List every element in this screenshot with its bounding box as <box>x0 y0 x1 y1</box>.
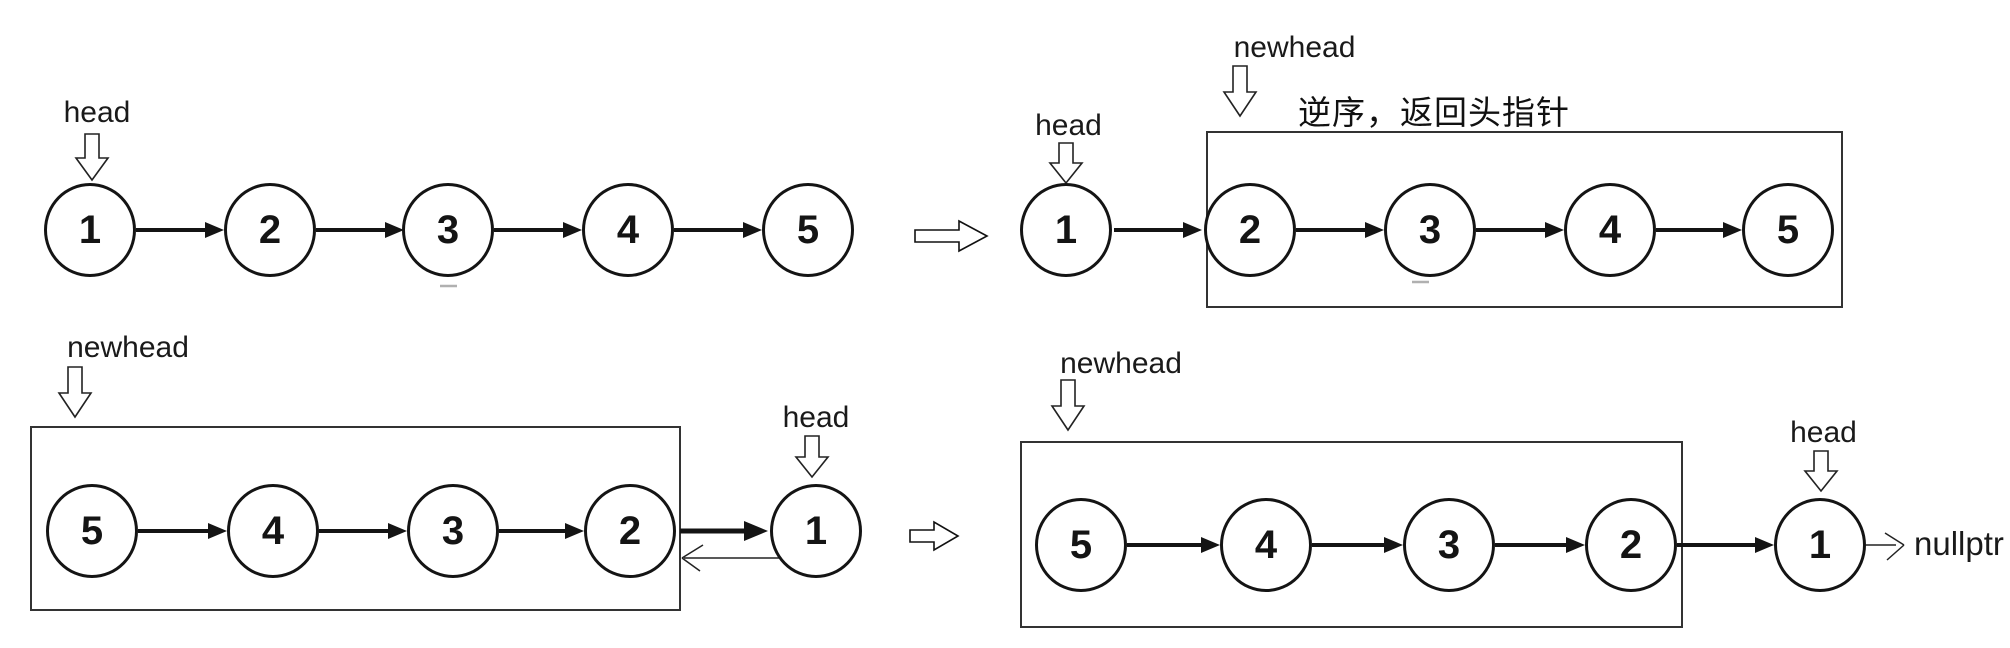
link-arrows-final <box>1127 537 1774 553</box>
final-newhead-box <box>1020 441 1683 628</box>
head-down-arrow-icon <box>1048 142 1084 185</box>
node-circle: 5 <box>1742 183 1834 277</box>
newhead-down-arrow-icon <box>1050 379 1086 432</box>
newhead-down-arrow-icon <box>1222 65 1258 118</box>
reverse-note: 逆序，返回头指针 <box>1298 94 1570 131</box>
link-arrows-relinked <box>138 523 584 539</box>
node-circle: 3 <box>407 484 499 578</box>
node-circle: 1 <box>1020 183 1112 277</box>
head-down-arrow-icon <box>1803 450 1839 493</box>
newhead-down-arrow-icon <box>57 366 93 419</box>
node-circle: 4 <box>1220 498 1312 592</box>
node-circle: 4 <box>582 183 674 277</box>
link-arrows-reversed-sublist <box>1114 222 1742 238</box>
newhead-label: newhead <box>1233 31 1356 64</box>
node-circle: 3 <box>1384 183 1476 277</box>
head-label: head <box>63 96 131 129</box>
node-circle: 2 <box>1585 498 1677 592</box>
new-link-arrow <box>680 521 768 541</box>
node-circle: 1 <box>770 484 862 578</box>
head-label: head <box>782 401 850 434</box>
node-circle: 5 <box>1035 498 1127 592</box>
transform-arrow-icon <box>909 520 960 552</box>
node-circle: 3 <box>402 183 494 277</box>
head-down-arrow-icon <box>74 133 110 182</box>
faint-dash <box>440 280 1429 288</box>
node-circle: 2 <box>1204 183 1296 277</box>
node-circle: 5 <box>46 484 138 578</box>
node-circle: 1 <box>1774 498 1866 592</box>
newhead-label: newhead <box>1060 347 1182 380</box>
node-circle: 4 <box>227 484 319 578</box>
newhead-label: newhead <box>67 331 189 364</box>
node-circle: 2 <box>224 183 316 277</box>
head-down-arrow-icon <box>794 435 830 479</box>
node-circle: 5 <box>762 183 854 277</box>
head-label: head <box>1035 109 1102 142</box>
link-arrows-original <box>136 222 762 238</box>
transform-arrow-icon <box>914 219 989 253</box>
relinked-newhead-box <box>30 426 681 611</box>
node-circle: 3 <box>1403 498 1495 592</box>
node-circle: 4 <box>1564 183 1656 277</box>
node-circle: 2 <box>584 484 676 578</box>
old-link-back-arrow <box>681 544 790 572</box>
head-label: head <box>1790 416 1857 449</box>
node-circle: 1 <box>44 183 136 277</box>
nullptr-arrow <box>1866 532 1905 561</box>
nullptr-label: nullptr <box>1914 525 2004 562</box>
